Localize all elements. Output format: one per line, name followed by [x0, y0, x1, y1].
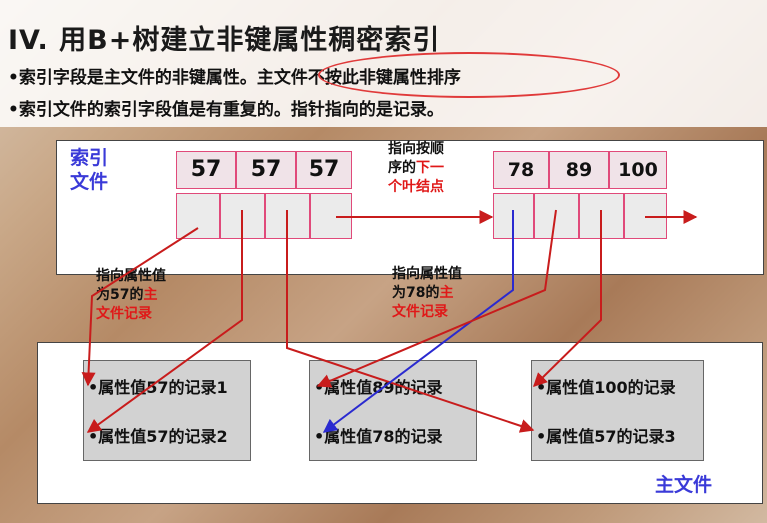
main-block-1: •属性值57的记录1 •属性值57的记录2 — [83, 360, 251, 461]
ptr57-annotation: 指向属性值 为57的主 文件记录 — [96, 268, 166, 322]
record-block2-2: •属性值78的记录 — [314, 427, 443, 446]
pointer-57-record2 — [86, 210, 243, 433]
leaf1-next-pointer — [310, 193, 352, 239]
main-block-3: •属性值100的记录 •属性值57的记录3 — [531, 360, 704, 461]
record-block2-1: •属性值89的记录 — [314, 378, 443, 397]
pointer-57-record1 — [81, 227, 199, 387]
record-block3-1: •属性值100的记录 — [536, 378, 676, 397]
pointer-100-record — [533, 210, 602, 387]
pointer-78-record — [322, 210, 514, 433]
record-block1-2: •属性值57的记录2 — [88, 427, 228, 446]
leaf2-key-1: 78 — [493, 151, 549, 189]
leaf1-key-3: 57 — [296, 151, 352, 189]
leaf2-key-3: 100 — [609, 151, 667, 189]
ptr78-annotation: 指向属性值 为78的主 文件记录 — [392, 266, 462, 320]
page-title: IV. 用B+树建立非键属性稠密索引 — [8, 25, 441, 56]
pointer-57-record3 — [286, 210, 535, 433]
next-leaf-annotation: 指向按顺 序的下一 个叶结点 — [388, 141, 444, 195]
record-block1-1: •属性值57的记录1 — [88, 378, 228, 397]
leaf1-pointer-1 — [176, 193, 220, 239]
main-file-label: 主文件 — [655, 474, 713, 496]
pointer-89-record — [316, 209, 557, 388]
record-block3-2: •属性值57的记录3 — [536, 427, 676, 446]
leaf2-key-2: 89 — [549, 151, 609, 189]
leaf2-pointer-2 — [534, 193, 579, 239]
main-block-2: •属性值89的记录 •属性值78的记录 — [309, 360, 477, 461]
index-file-label: 索引 文件 — [70, 147, 109, 193]
leaf1-key-1: 57 — [176, 151, 236, 189]
leaf1-key-2: 57 — [236, 151, 296, 189]
bullet-2: •索引文件的索引字段值是有重复的。指针指向的是记录。 — [8, 100, 444, 120]
highlight-ellipse — [318, 52, 620, 98]
